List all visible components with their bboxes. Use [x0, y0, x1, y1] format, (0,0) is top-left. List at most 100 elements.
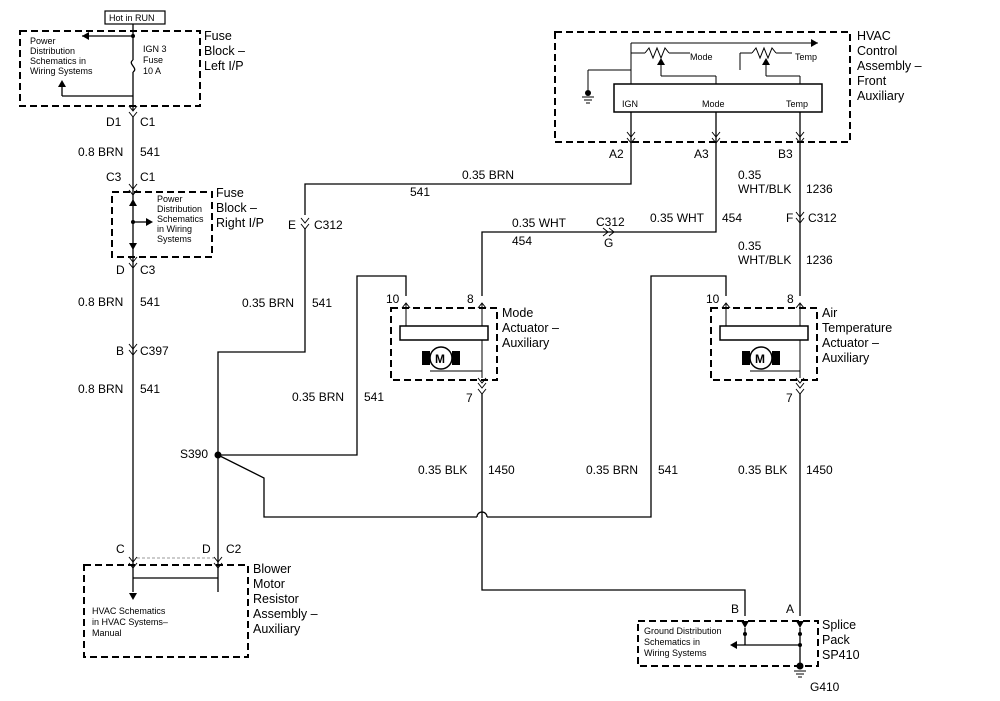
connector-c312-e-label: C312	[314, 218, 343, 232]
hvac-control-assembly: IGN Mode Temp Mode Temp HVAC Control Ass…	[554, 29, 922, 161]
wire-gauge-mode-gnd: 0.35 BLK	[418, 463, 467, 477]
hot-in-run-label: Hot in RUN	[109, 13, 155, 23]
pd-text-1: Power	[30, 36, 56, 46]
pin-d-blower: D	[202, 542, 211, 556]
arrow-down-icon	[741, 621, 749, 628]
fuse-block-right-title-2: Block –	[216, 201, 257, 215]
wire-gauge-mode: 0.35 WHT	[512, 216, 567, 230]
wire-gauge-mode-right: 0.35 WHT	[650, 211, 705, 225]
splice-title-2: Pack	[822, 633, 851, 647]
pin-b-c397: B	[116, 344, 124, 358]
blower-title-3: Resistor	[253, 592, 299, 606]
blower-title-1: Blower	[253, 562, 291, 576]
wire-circuit-mode: 454	[512, 234, 532, 248]
mode-resistor-icon	[644, 46, 670, 60]
wire-circuit-top-brn: 541	[410, 185, 430, 199]
mode-pin-10: 10	[386, 292, 400, 306]
blower-text-2: in HVAC Systems–	[92, 617, 168, 627]
fuse-block-right-title-3: Right I/P	[216, 216, 264, 230]
hvac-title-2: Control	[857, 44, 897, 58]
motor-icon	[749, 346, 773, 370]
arrow-left-icon	[730, 641, 737, 649]
pin-ign-label: IGN	[622, 99, 638, 109]
connector-chevron-icon	[795, 211, 805, 224]
wire-circuit-temp-mid: 1236	[806, 253, 833, 267]
hvac-title-4: Front	[857, 74, 887, 88]
wire-circuit-2: 541	[140, 295, 160, 309]
fuse-block-left-title-1: Fuse	[204, 29, 232, 43]
air-actuator-title-3: Actuator –	[822, 336, 879, 350]
connector-c3: C3	[106, 170, 122, 184]
connector-chevron-icon	[711, 131, 721, 144]
splice-title-1: Splice	[822, 618, 856, 632]
hvac-title-3: Assembly –	[857, 59, 922, 73]
air-feed-wire-b	[487, 275, 727, 518]
pin-c: C	[116, 542, 125, 556]
blower-title-2: Motor	[253, 577, 285, 591]
wire-gauge-c312: 0.35 BRN	[242, 296, 294, 310]
arrow-up-icon	[657, 58, 665, 65]
hvac-title-1: HVAC	[857, 29, 891, 43]
wire-gauge-temp-1: 0.35	[738, 168, 762, 182]
fuse-rating: 10 A	[143, 66, 161, 76]
fuse-word: Fuse	[143, 55, 163, 65]
connector-chevron-icon	[128, 256, 138, 269]
wire-gauge-temp-mid-1: 0.35	[738, 239, 762, 253]
fuse-block-right-border	[111, 191, 213, 258]
arrow-down-icon	[129, 243, 137, 250]
wire-circuit-mode-feed: 541	[364, 390, 384, 404]
blower-title-5: Auxiliary	[253, 622, 301, 636]
connector-chevron-icon	[477, 382, 487, 395]
motor-icon	[429, 346, 453, 370]
pin-a-splice: A	[786, 602, 794, 616]
wire-circuit-mode-gnd: 1450	[488, 463, 515, 477]
arrow-right-icon	[811, 39, 818, 47]
connector-c397: B C397	[116, 343, 169, 358]
temp-pot-label: Temp	[795, 52, 817, 62]
wire-gauge-mode-feed: 0.35 BRN	[292, 390, 344, 404]
pd-text-2: Distribution	[30, 46, 75, 56]
wire-circuit-1: 541	[140, 145, 160, 159]
pd2-text-4: in Wiring	[157, 224, 192, 234]
wire-circuit-mode-right: 454	[722, 211, 742, 225]
blower-text-3: Manual	[92, 628, 122, 638]
mode-pot-label: Mode	[690, 52, 713, 62]
splice-text-2: Schematics in	[644, 637, 700, 647]
splice-pack-sp410: B A Ground Distribution Schematics in Wi…	[637, 602, 860, 694]
wire-gauge-3: 0.8 BRN	[78, 382, 123, 396]
arrow-up-icon	[129, 199, 137, 206]
connector-chevron-icon	[128, 343, 138, 356]
ign-wire	[304, 145, 632, 215]
feed-to-s390-wire	[217, 228, 306, 592]
ground-g410-label: G410	[810, 680, 840, 694]
splice-text-3: Wiring Systems	[644, 648, 707, 658]
splice-title-3: SP410	[822, 648, 860, 662]
connector-c312-f: F C312	[786, 211, 837, 225]
air-actuator-border	[710, 307, 818, 381]
connector-c312-e: E C312	[288, 217, 343, 232]
wire-gauge-top-brn: 0.35 BRN	[462, 168, 514, 182]
wire-circuit-temp: 1236	[806, 182, 833, 196]
pin-b-splice: B	[731, 602, 739, 616]
splice-pack-border	[637, 620, 819, 667]
ground-splice-dot	[796, 662, 804, 670]
air-actuator-title-2: Temperature	[822, 321, 892, 335]
pin-d: D	[116, 263, 125, 277]
arrow-right-icon	[146, 218, 153, 226]
hvac-title-5: Auxiliary	[857, 89, 905, 103]
arrow-down-icon	[796, 621, 804, 628]
fuse-block-left-title-2: Block –	[204, 44, 245, 58]
connector-c397-label: C397	[140, 344, 169, 358]
pin-g: G	[604, 236, 613, 250]
mode-actuator-title-2: Actuator –	[502, 321, 559, 335]
mode-actuator-title-3: Auxiliary	[502, 336, 550, 350]
motor-m-label: M	[755, 352, 765, 366]
wire-gauge-temp-mid-2: WHT/BLK	[738, 253, 791, 267]
splice-s390-label: S390	[180, 447, 208, 461]
temp-resistor-icon	[751, 46, 777, 60]
pin-arrow-icon	[795, 377, 805, 384]
motor-brush-right	[452, 351, 460, 365]
pin-temp-label: Temp	[786, 99, 808, 109]
air-actuator-position-sensor	[719, 325, 809, 341]
